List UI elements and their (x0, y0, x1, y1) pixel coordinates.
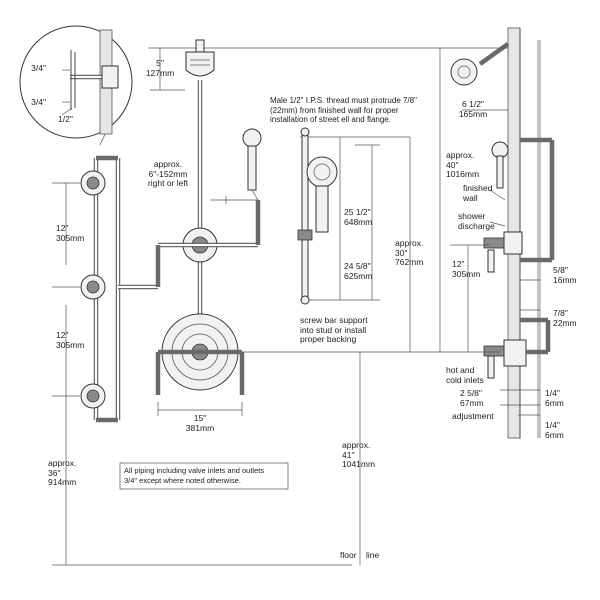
body-spray-column (80, 155, 158, 423)
detail-dim-b: 3/4" (31, 97, 46, 107)
dim-16mm: 5/8" 16mm (553, 265, 577, 285)
body-jet-middle (80, 274, 106, 300)
general-note: All piping including valve inlets and ou… (124, 466, 265, 485)
height-40-dim: approx. 40" 1016mm (446, 150, 480, 179)
slide-bar-view (297, 127, 411, 352)
support-note: screw bar support into stud or install p… (300, 315, 368, 344)
hand-shower-side (491, 141, 509, 189)
note-box (119, 462, 289, 490)
floor-line-label: floor line (340, 550, 380, 560)
dim-6mm-a: 1/4" 6mm (545, 388, 564, 408)
valve-floor-dim: approx. 41" 1041mm (342, 440, 376, 469)
spacing-top-dim: 12" 305mm (56, 223, 85, 243)
adjustment-label: adjustment (452, 411, 494, 421)
hand-shower-bar (306, 156, 338, 233)
diverter-side (483, 231, 523, 273)
valve-side (483, 339, 527, 379)
head-reach-dim: 6 1/2" 165mm (458, 99, 488, 119)
valve-width-dim: 15" 381mm (185, 413, 215, 433)
bar-inner-dim: 24 5/8" 625mm (344, 261, 373, 281)
spacing-bottom-dim: 12" 305mm (56, 330, 85, 350)
shower-discharge-label: shower discharge (458, 211, 495, 231)
bar-outer-dim: 25 1/2" 648mm (344, 207, 373, 227)
thread-note: Male 1/2" I.P.S. thread must protrude 7/… (270, 96, 417, 124)
dim-6mm-b: 1/4" 6mm (545, 420, 564, 440)
left-dimensions (52, 182, 352, 566)
left-floor-dim: approx. 36" 914mm (48, 458, 77, 487)
side-view (439, 27, 555, 439)
detail-dim-c: 1/2" (58, 114, 73, 124)
arm-offset-dim: approx. 6"-152mm right or left (147, 159, 189, 188)
body-jet-bottom (80, 383, 106, 409)
head-drop-dim: 5" 127mm (145, 58, 175, 78)
detail-magnifier (19, 25, 133, 146)
height-30-dim: approx. 30" 762mm (395, 238, 424, 267)
finished-wall-label: finished wall (463, 183, 493, 203)
side-spacing-dim: 12" 305mm (452, 259, 481, 279)
shower-head-side (450, 42, 510, 86)
dim-67mm: 2 5/8" 67mm (460, 388, 484, 408)
body-jet-top (80, 170, 106, 196)
detail-dim-a: 3/4" (31, 63, 46, 73)
front-view (148, 39, 440, 565)
shower-head-front (185, 39, 215, 77)
hand-shower-front (242, 128, 262, 201)
dim-22mm: 7/8" 22mm (553, 308, 577, 328)
inlets-label: hot and cold inlets (446, 365, 484, 385)
